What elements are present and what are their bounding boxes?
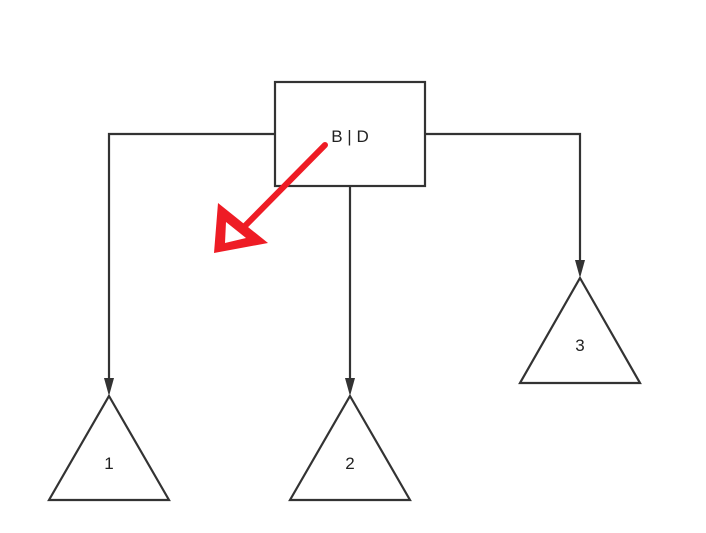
child-node-1-triangle (47, 393, 171, 502)
root-node-label: B | D (331, 127, 368, 146)
edge-root-to-child-3 (425, 132, 582, 272)
child-node-3: 3 (518, 275, 642, 385)
child-node-2: 2 (288, 393, 412, 502)
child-node-1-label: 1 (104, 454, 113, 473)
child-node-2-label: 2 (345, 454, 354, 473)
edge-root-to-child-1 (107, 132, 275, 390)
edge-arrowhead-2 (345, 378, 355, 396)
child-node-3-triangle (518, 275, 642, 385)
child-node-1: 1 (47, 393, 171, 502)
edge-arrowhead-1 (104, 378, 114, 396)
red-arrow-icon (214, 142, 328, 253)
child-node-3-label: 3 (575, 336, 584, 355)
child-node-2-triangle (288, 393, 412, 502)
edge-arrowhead-3 (575, 260, 585, 278)
